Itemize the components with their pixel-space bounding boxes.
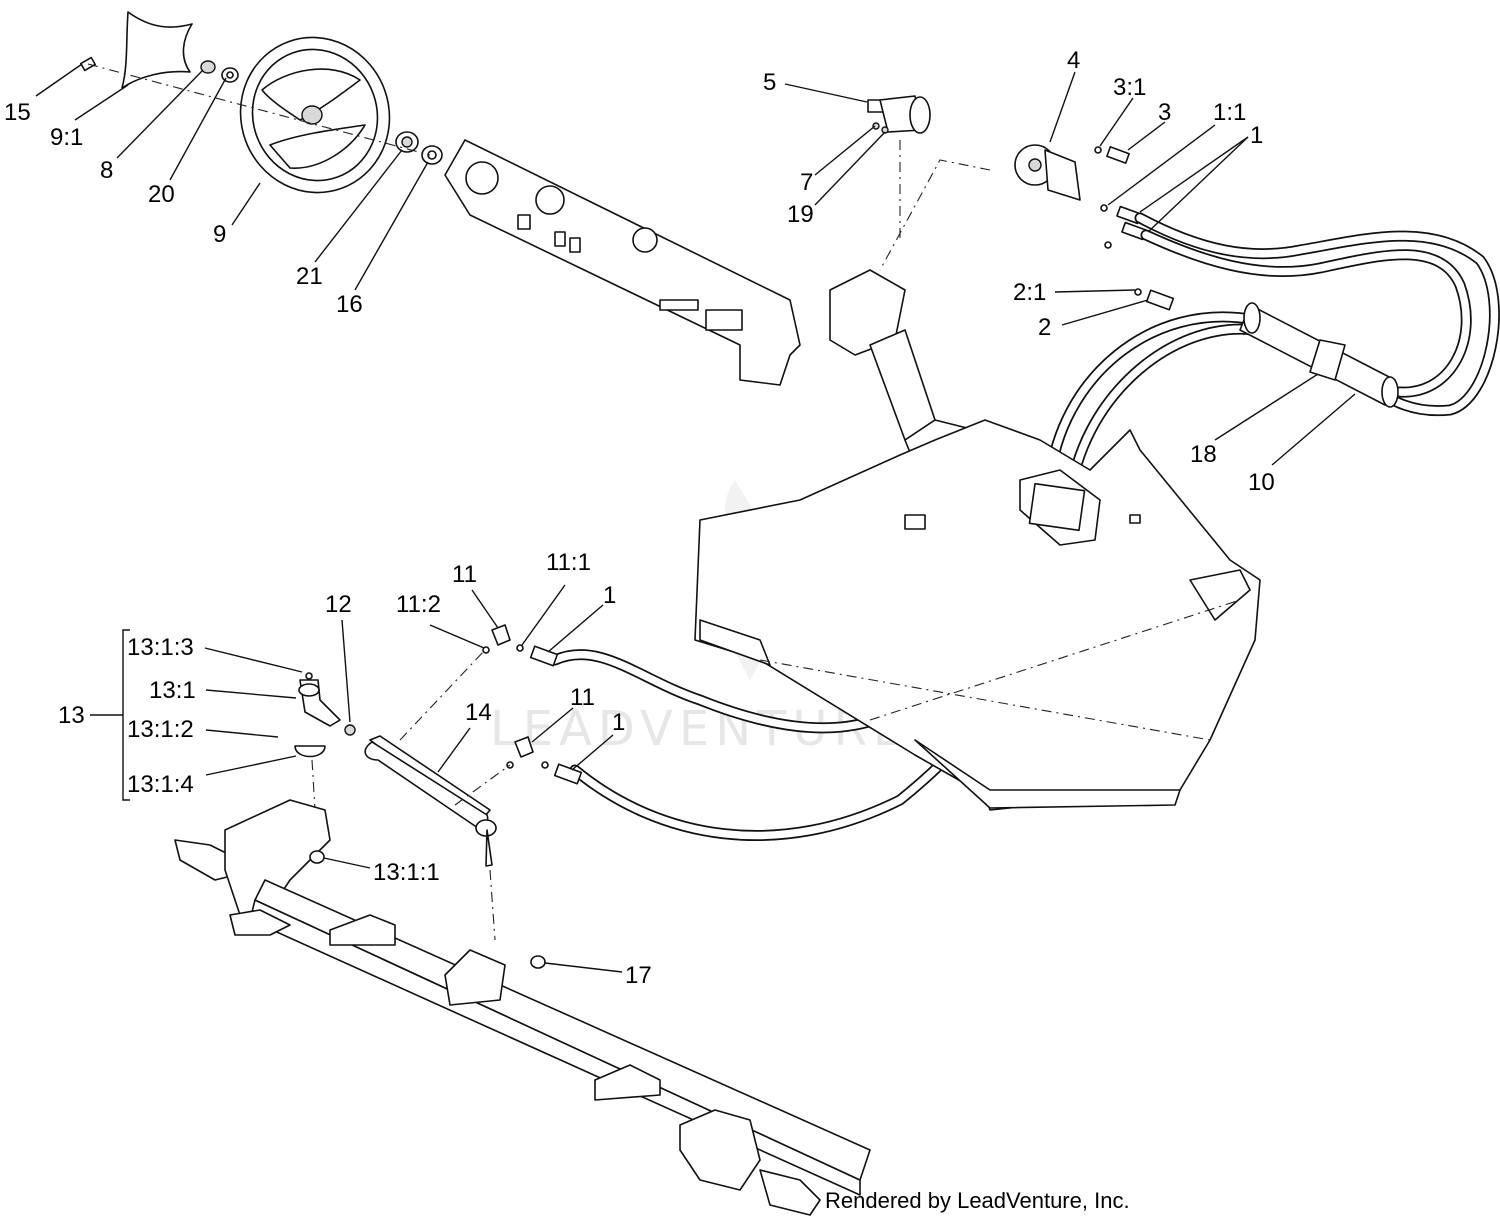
callout-19: 19 bbox=[787, 201, 814, 228]
callout-13: 13 bbox=[58, 702, 85, 729]
callout-2-1: 2:1 bbox=[1013, 279, 1046, 306]
front-axle-part bbox=[174, 799, 871, 1216]
fitting-part-3 bbox=[1094, 146, 1130, 164]
callout-13-1-2: 13:1:2 bbox=[127, 716, 194, 743]
callout-21: 21 bbox=[296, 263, 323, 290]
steering-cap-part bbox=[121, 11, 193, 89]
callout-labels: 15 9:1 8 20 9 21 16 5 7 19 4 3:1 3 1:1 1… bbox=[4, 47, 1275, 989]
callout-4: 4 bbox=[1067, 47, 1080, 74]
nut-part-13-1-1 bbox=[309, 850, 325, 864]
callout-11-b: 11 bbox=[570, 684, 595, 711]
callout-1-mid: 1 bbox=[603, 582, 616, 609]
callout-1-1: 1:1 bbox=[1213, 99, 1246, 126]
hose-sleeve-part bbox=[1239, 302, 1399, 408]
callout-13-1-4: 13:1:4 bbox=[127, 771, 194, 798]
steering-wheel-part bbox=[239, 36, 391, 194]
spacer-part bbox=[421, 145, 443, 165]
steering-valve-part bbox=[1014, 144, 1081, 201]
callout-13-1: 13:1 bbox=[149, 677, 196, 704]
steering-nut-part bbox=[200, 60, 216, 74]
callout-13-1-3: 13:1:3 bbox=[127, 634, 194, 661]
callout-7: 7 bbox=[800, 169, 813, 196]
dash-panel-part bbox=[444, 139, 801, 386]
nut-part-17 bbox=[530, 955, 546, 969]
column-cap-part bbox=[867, 95, 931, 134]
callout-3-1: 3:1 bbox=[1113, 74, 1146, 101]
callout-11-a: 11 bbox=[452, 561, 477, 588]
callout-18: 18 bbox=[1190, 441, 1217, 468]
steering-screw-part bbox=[80, 56, 96, 72]
callout-16: 16 bbox=[336, 291, 363, 318]
callout-1-low: 1 bbox=[612, 709, 625, 736]
bearing-part bbox=[395, 131, 419, 153]
callout-2: 2 bbox=[1038, 314, 1051, 341]
callout-8: 8 bbox=[100, 157, 113, 184]
callout-11-1: 11:1 bbox=[546, 549, 591, 576]
rod-end-part bbox=[294, 672, 341, 758]
callout-14: 14 bbox=[465, 699, 492, 726]
callout-1-top: 1 bbox=[1250, 122, 1263, 149]
callout-15: 15 bbox=[4, 99, 31, 126]
hydraulic-cylinder-part bbox=[364, 735, 497, 867]
jam-nut-part bbox=[344, 724, 356, 736]
callout-5: 5 bbox=[763, 69, 776, 96]
callout-20: 20 bbox=[148, 181, 175, 208]
fitting-part-11-upper bbox=[482, 624, 559, 667]
fitting-part-2 bbox=[1134, 288, 1175, 311]
callout-12: 12 bbox=[325, 591, 352, 618]
fitting-part-1-1 bbox=[1100, 204, 1147, 249]
callout-9: 9 bbox=[213, 221, 226, 248]
render-credit: Rendered by LeadVenture, Inc. bbox=[825, 1188, 1130, 1213]
callout-10: 10 bbox=[1248, 469, 1275, 496]
callout-3: 3 bbox=[1158, 99, 1171, 126]
callout-13-1-1: 13:1:1 bbox=[373, 859, 440, 886]
frame-plate-part bbox=[694, 419, 1261, 811]
callout-11-2: 11:2 bbox=[396, 591, 441, 618]
leader-lines bbox=[35, 63, 1356, 973]
callout-17: 17 bbox=[625, 962, 652, 989]
callout-9-1: 9:1 bbox=[50, 124, 83, 151]
